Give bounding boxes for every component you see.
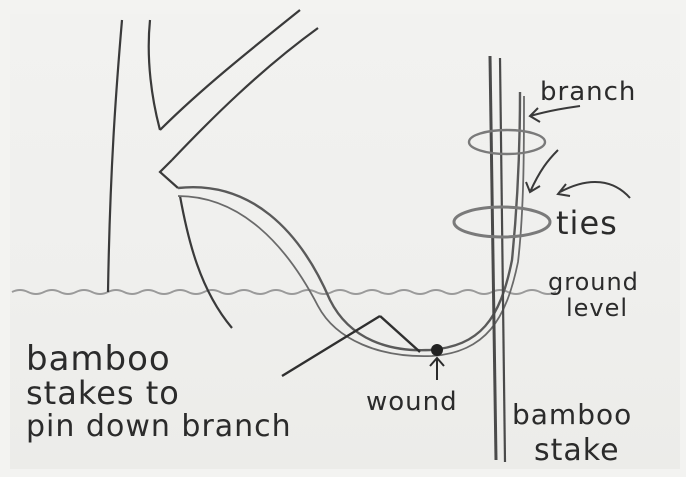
label-bamboo-stakes-1: bamboo: [26, 339, 171, 379]
ties-arrow-1: [526, 150, 558, 192]
label-bamboo-stake-1: bamboo: [512, 398, 632, 431]
label-bamboo-stakes-2: stakes to: [26, 374, 180, 412]
layered-branch-outer: [178, 92, 520, 350]
label-ground-level-2: level: [566, 294, 628, 322]
label-wound: wound: [366, 387, 458, 417]
upper-branch-inner: [172, 28, 318, 160]
trunk-notch: [160, 160, 178, 188]
wound-dot: [431, 344, 443, 356]
tree-trunk-right: [149, 20, 160, 130]
label-ground-level-1: ground: [548, 268, 639, 296]
branch-arrow: [530, 106, 580, 122]
label-branch: branch: [540, 77, 636, 107]
vertical-bamboo-stake-edge: [500, 58, 505, 462]
layered-branch-inner: [178, 96, 524, 356]
ties-arrow-2: [558, 182, 630, 198]
lower-trunk: [180, 196, 232, 328]
label-ties: ties: [556, 204, 618, 242]
label-bamboo-stakes-3: pin down branch: [26, 409, 292, 444]
vertical-bamboo-stake: [490, 56, 496, 460]
tree-trunk-left: [108, 20, 122, 292]
tie-upper: [469, 130, 545, 154]
upper-branch: [160, 10, 300, 130]
label-bamboo-stake-2: stake: [534, 433, 620, 468]
ground-level-line: [12, 290, 556, 294]
wound-arrow: [430, 358, 444, 380]
